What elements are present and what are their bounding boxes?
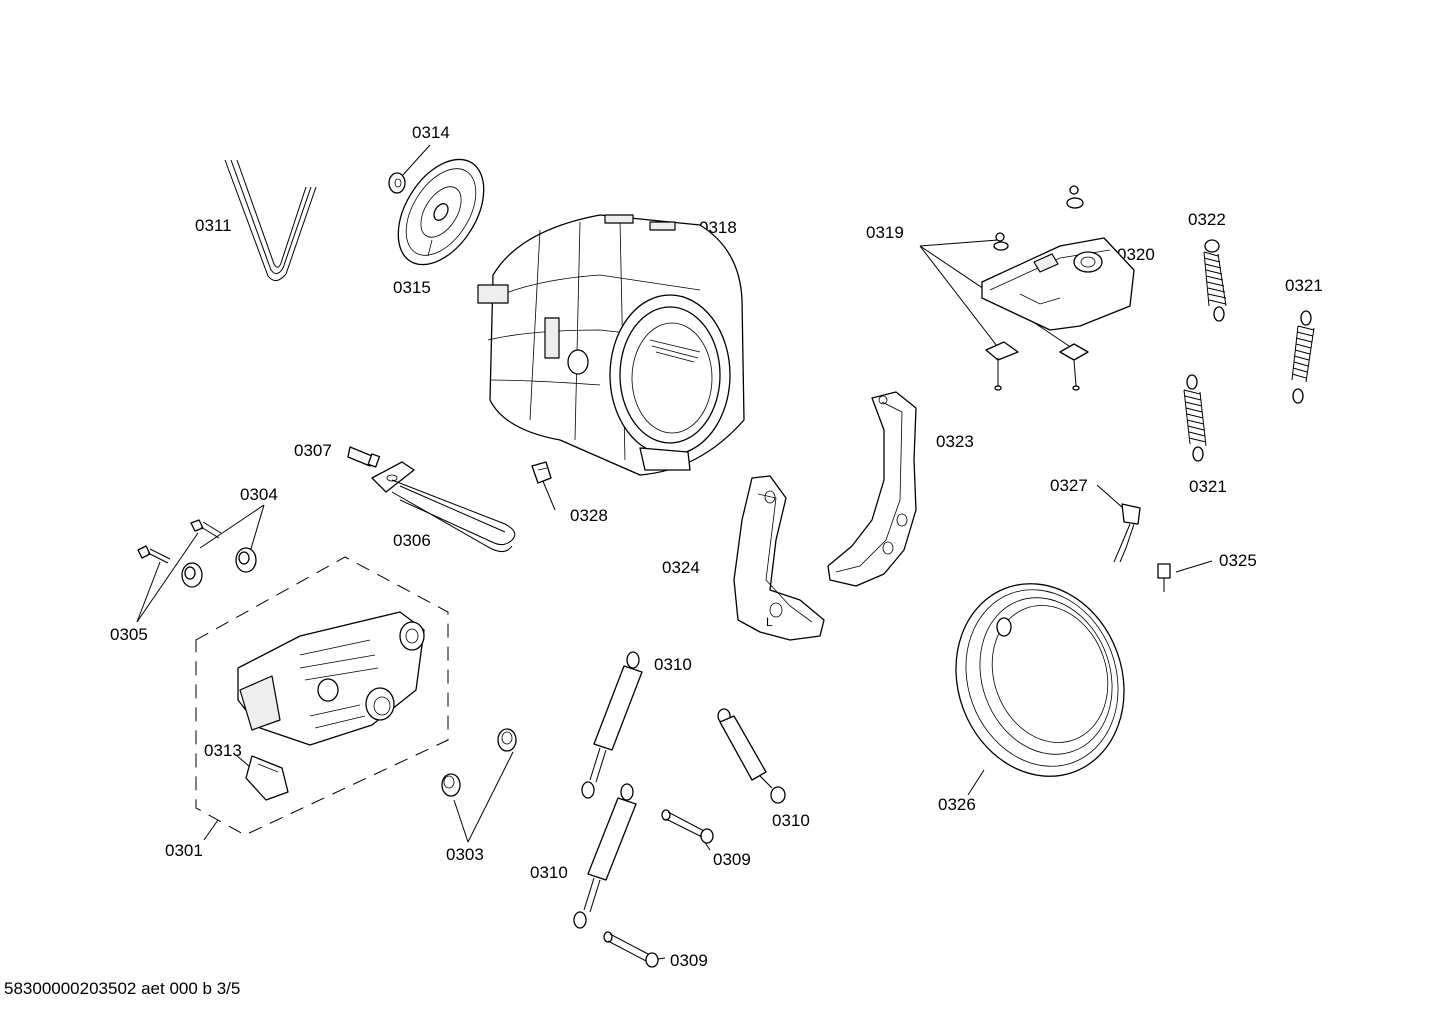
label-0301: 0301 bbox=[165, 841, 203, 860]
tub-clip bbox=[531, 461, 552, 484]
label-0307: 0307 bbox=[294, 441, 332, 460]
label-0323: 0323 bbox=[936, 432, 974, 451]
label-0314: 0314 bbox=[412, 123, 450, 142]
spring-0321-lower bbox=[1183, 374, 1207, 462]
label-0326: 0326 bbox=[938, 795, 976, 814]
label-0304: 0304 bbox=[240, 485, 278, 504]
label-0306: 0306 bbox=[393, 531, 431, 550]
top-bracket bbox=[981, 237, 1135, 331]
rubber-bumpers bbox=[181, 547, 257, 588]
svg-text:L: L bbox=[766, 615, 773, 629]
damper-bushes bbox=[441, 728, 517, 797]
spring-0322 bbox=[1203, 239, 1227, 322]
label-0309-lower: 0309 bbox=[670, 951, 708, 970]
temperature-sensor bbox=[347, 446, 381, 468]
label-0315: 0315 bbox=[393, 278, 431, 297]
small-sensor bbox=[1157, 563, 1171, 592]
label-0319: 0319 bbox=[866, 223, 904, 242]
washer-tub bbox=[477, 214, 745, 476]
label-0324: 0324 bbox=[662, 558, 700, 577]
motor bbox=[237, 611, 425, 746]
motor-group-outline bbox=[195, 556, 449, 836]
counterweight-bracket-left: L bbox=[733, 475, 825, 641]
door-seal-ring bbox=[955, 583, 1125, 777]
drawing-reference: 58300000203502 aet 000 b 3/5 bbox=[4, 979, 241, 998]
label-0310-upper: 0310 bbox=[654, 655, 692, 674]
label-0305: 0305 bbox=[110, 625, 148, 644]
pulley-wheel bbox=[397, 158, 485, 266]
shock-absorber-upper bbox=[581, 651, 643, 799]
bracket-fasteners bbox=[985, 185, 1089, 391]
label-0310-lower: 0310 bbox=[530, 863, 568, 882]
bolt-upper bbox=[661, 809, 714, 844]
drive-belt bbox=[224, 159, 317, 281]
label-0313: 0313 bbox=[204, 741, 242, 760]
motor-connector bbox=[245, 755, 289, 801]
counterweight-bracket-right bbox=[827, 391, 917, 587]
label-0322: 0322 bbox=[1188, 210, 1226, 229]
label-0311: 0311 bbox=[195, 216, 232, 235]
mounting-screws bbox=[137, 519, 222, 564]
heating-element bbox=[371, 461, 516, 552]
label-0309-upper: 0309 bbox=[713, 850, 751, 869]
label-0325: 0325 bbox=[1219, 551, 1257, 570]
label-0310-right: 0310 bbox=[772, 811, 810, 830]
label-0321-upper: 0321 bbox=[1285, 276, 1323, 295]
label-0328: 0328 bbox=[570, 506, 608, 525]
pulley-nut bbox=[388, 172, 406, 194]
bolt-lower bbox=[603, 931, 659, 968]
leader-lines bbox=[136, 144, 1213, 961]
label-0327: 0327 bbox=[1050, 476, 1088, 495]
shock-absorber-right bbox=[717, 708, 786, 804]
shock-absorber-lower bbox=[573, 783, 637, 929]
wire-clip bbox=[1113, 503, 1141, 563]
label-0303: 0303 bbox=[446, 845, 484, 864]
spring-0321-upper bbox=[1291, 310, 1315, 404]
label-0321-lower: 0321 bbox=[1189, 477, 1227, 496]
label-0320: 0320 bbox=[1117, 245, 1155, 264]
